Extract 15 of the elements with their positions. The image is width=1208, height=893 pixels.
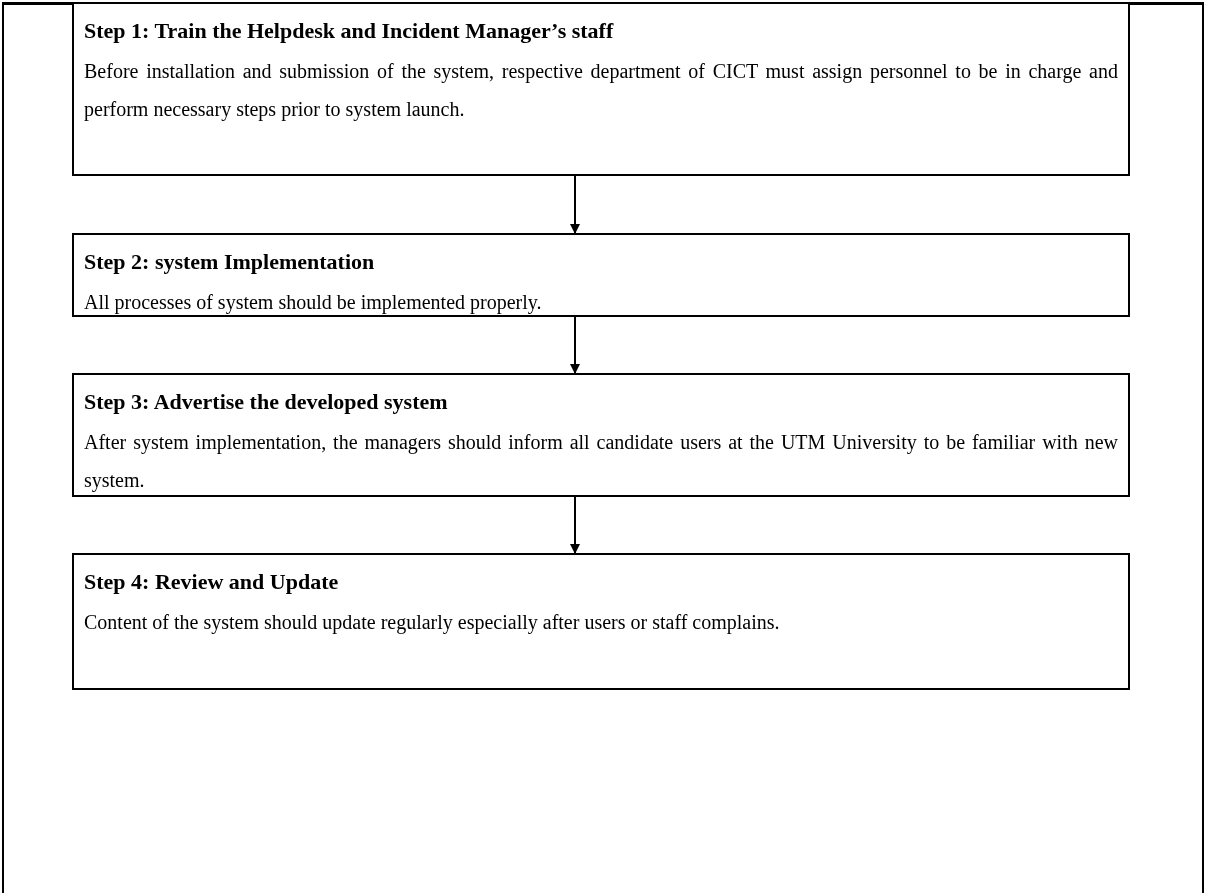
step-description: Content of the system should update regularly especially after users or staff complains. (84, 610, 781, 636)
step-description: After system implementation, the managers should inform all candidate users at the UTM University to be familiar with new system. (84, 430, 1118, 494)
step-box (72, 373, 1130, 497)
arrow (570, 175, 580, 234)
step-box (72, 553, 1130, 690)
step-heading: Step 3: Advertise the developed system (84, 388, 449, 416)
step-box (72, 2, 1130, 176)
step-heading: Step 2: system Implementation (84, 248, 376, 276)
step-heading: Step 1: Train the Helpdesk and Incident Manager’s staff (84, 17, 615, 45)
step-description: All processes of system should be implemented properly. (84, 290, 543, 316)
step-description: Before installation and submission of the system, respective department of CICT must assign personnel to be in charge and perform necessary steps prior to system launch. (84, 59, 1118, 123)
step-box (72, 233, 1130, 317)
arrow (570, 496, 580, 554)
step-heading: Step 4: Review and Update (84, 568, 340, 596)
arrow (570, 316, 580, 374)
